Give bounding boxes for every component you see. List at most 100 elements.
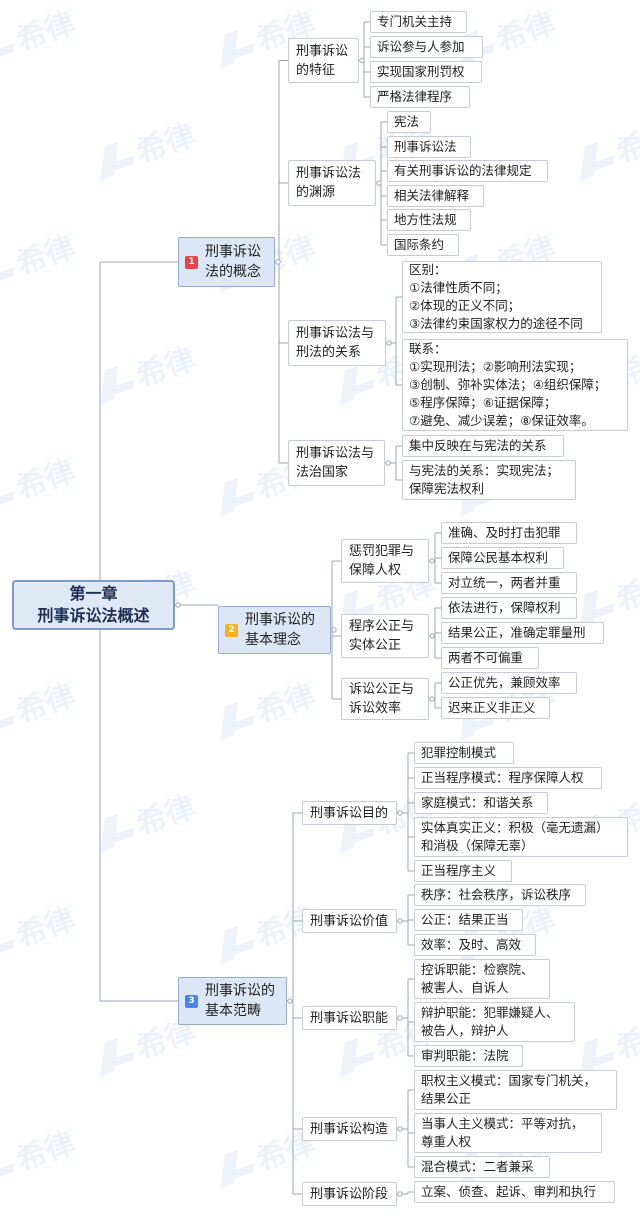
subtopic: 刑事诉讼法与 法治国家 <box>288 440 385 486</box>
section-number-badge: 1 <box>185 255 198 269</box>
leaf-node-text: 家庭模式：和谐关系 <box>421 795 534 810</box>
leaf-node-text: 区别： ①法律性质不同； ②体现的正义不同； ③法律约束国家权力的途径不同 <box>409 262 583 331</box>
subtopic-text: 程序公正与 实体公正 <box>349 619 415 653</box>
branch-knob <box>331 627 337 633</box>
leaf-node: 对立统一，两者并重 <box>441 572 577 594</box>
root-topic-text: 第一章 刑事诉讼法概述 <box>37 584 150 625</box>
leaf-node: 实体真实正义：积极（毫无遗漏） 和消极（保障无辜） <box>414 817 628 857</box>
leaf-node: 集中反映在与宪法的关系 <box>402 435 564 457</box>
leaf-node-text: 严格法律程序 <box>377 89 453 104</box>
branch-knob <box>287 998 293 1004</box>
branch-knob <box>397 1126 403 1132</box>
subtopic: 刑事诉讼 的特征 <box>288 38 359 83</box>
leaf-node-text: 国际条约 <box>394 237 445 252</box>
branch-knob <box>359 57 365 64</box>
leaf-node-text: 保障公民基本权利 <box>448 550 549 565</box>
leaf-node-text: 正当程序模式：程序保障人权 <box>421 770 584 785</box>
leaf-node: 公正优先，兼顾效率 <box>441 672 577 694</box>
leaf-node-text: 当事人主义模式：平等对抗， 尊重人权 <box>421 1116 584 1149</box>
leaf-node: 专门机关主持 <box>370 11 467 33</box>
leaf-node-text: 准确、及时打击犯罪 <box>448 525 561 540</box>
section-title: 刑事诉讼 法的概念 <box>205 244 261 280</box>
leaf-node-text: 职权主义模式：国家专门机关， 结果公正 <box>421 1073 597 1106</box>
subtopic: 惩罚犯罪与 保障人权 <box>341 539 429 583</box>
leaf-node-text: 效率：及时、高效 <box>421 937 522 952</box>
leaf-node-text: 有关刑事诉讼的法律规定 <box>394 163 532 178</box>
leaf-node-text: 刑事诉讼法 <box>394 139 457 154</box>
leaf-node: 联系： ①实现刑法；②影响刑法实现； ③创制、弥补实体法；④组织保障； ⑤程序保… <box>402 339 628 431</box>
leaf-node: 国际条约 <box>387 234 459 256</box>
branch-knob <box>429 633 435 639</box>
leaf-node: 辩护职能：犯罪嫌疑人、 被告人，辩护人 <box>414 1002 575 1042</box>
branch-knob <box>175 602 181 608</box>
branch-knob <box>397 1015 403 1021</box>
branch-knob <box>397 918 403 924</box>
subtopic: 刑事诉讼职能 <box>302 1006 397 1030</box>
leaf-node-text: 正当程序主义 <box>421 863 497 878</box>
section-1-topic: 1 刑事诉讼 法的概念 <box>178 237 275 287</box>
leaf-node: 当事人主义模式：平等对抗， 尊重人权 <box>414 1113 602 1153</box>
leaf-node: 公正：结果正当 <box>414 909 523 931</box>
subtopic-text: 刑事诉讼职能 <box>310 1010 389 1026</box>
leaf-node: 有关刑事诉讼的法律规定 <box>387 160 548 182</box>
leaf-node-text: 审判职能：法院 <box>421 1048 509 1063</box>
subtopic: 刑事诉讼价值 <box>302 909 397 933</box>
leaf-node: 保障公民基本权利 <box>441 547 564 569</box>
leaf-node: 严格法律程序 <box>370 86 470 108</box>
subtopic: 程序公正与 实体公正 <box>341 614 429 658</box>
section-title: 刑事诉讼的 基本范畴 <box>205 983 275 1019</box>
subtopic-text: 刑事诉讼阶段 <box>310 1186 389 1202</box>
subtopic: 刑事诉讼阶段 <box>302 1182 397 1206</box>
leaf-node: 与宪法的关系：实现宪法； 保障宪法权利 <box>402 460 576 500</box>
branch-knob <box>275 259 281 265</box>
subtopic: 诉讼公正与 诉讼效率 <box>341 678 429 720</box>
leaf-node-text: 专门机关主持 <box>377 14 453 29</box>
leaf-node-text: 实体真实正义：积极（毫无遗漏） 和消极（保障无辜） <box>421 820 609 853</box>
leaf-node: 效率：及时、高效 <box>414 934 536 956</box>
leaf-node: 准确、及时打击犯罪 <box>441 522 577 544</box>
subtopic-text: 刑事诉讼价值 <box>310 913 389 929</box>
leaf-node-text: 结果公正，准确定罪量刑 <box>448 625 586 640</box>
leaf-node: 实现国家刑罚权 <box>370 61 482 83</box>
subtopic-text: 刑事诉讼目的 <box>310 805 389 821</box>
subtopic: 刑事诉讼构造 <box>302 1117 397 1141</box>
subtopic-text: 刑事诉讼法 的渊源 <box>296 166 362 200</box>
leaf-node-text: 辩护职能：犯罪嫌疑人、 被告人，辩护人 <box>421 1005 559 1038</box>
leaf-node: 正当程序主义 <box>414 860 512 882</box>
leaf-node: 区别： ①法律性质不同； ②体现的正义不同； ③法律约束国家权力的途径不同 <box>402 261 602 333</box>
leaf-node-text: 实现国家刑罚权 <box>377 64 465 79</box>
leaf-node: 地方性法规 <box>387 209 471 231</box>
leaf-node-text: 公正：结果正当 <box>421 912 509 927</box>
leaf-node-text: 迟来正义非正义 <box>448 700 536 715</box>
leaf-node: 秩序：社会秩序，诉讼秩序 <box>414 884 586 906</box>
leaf-node: 刑事诉讼法 <box>387 136 471 158</box>
branch-knob <box>386 340 392 346</box>
leaf-node-text: 地方性法规 <box>394 212 457 227</box>
leaf-node: 相关法律解释 <box>387 185 484 207</box>
subtopic-text: 诉讼公正与 诉讼效率 <box>349 682 415 716</box>
leaf-node: 家庭模式：和谐关系 <box>414 792 548 814</box>
leaf-node-text: 联系： ①实现刑法；②影响刑法实现； ③创制、弥补实体法；④组织保障； ⑤程序保… <box>409 341 607 428</box>
leaf-node: 宪法 <box>387 111 431 133</box>
leaf-node-text: 相关法律解释 <box>394 188 470 203</box>
leaf-node: 两者不可偏重 <box>441 647 539 669</box>
subtopic: 刑事诉讼法 的渊源 <box>288 160 376 206</box>
leaf-node: 职权主义模式：国家专门机关， 结果公正 <box>414 1070 617 1110</box>
leaf-node: 混合模式：二者兼采 <box>414 1156 550 1178</box>
leaf-node-text: 对立统一，两者并重 <box>448 575 561 590</box>
leaf-node-text: 依法进行，保障权利 <box>448 600 561 615</box>
leaf-node: 审判职能：法院 <box>414 1045 523 1067</box>
leaf-node-text: 控诉职能：检察院、 被害人、自诉人 <box>421 962 534 995</box>
leaf-node-text: 两者不可偏重 <box>448 650 524 665</box>
branch-knob <box>385 460 391 466</box>
leaf-node-text: 犯罪控制模式 <box>421 745 497 760</box>
root-topic: 第一章 刑事诉讼法概述 <box>12 580 175 630</box>
subtopic-text: 刑事诉讼法与 刑法的关系 <box>296 326 375 360</box>
leaf-node-text: 诉讼参与人参加 <box>377 39 465 54</box>
leaf-node-text: 宪法 <box>394 114 420 129</box>
